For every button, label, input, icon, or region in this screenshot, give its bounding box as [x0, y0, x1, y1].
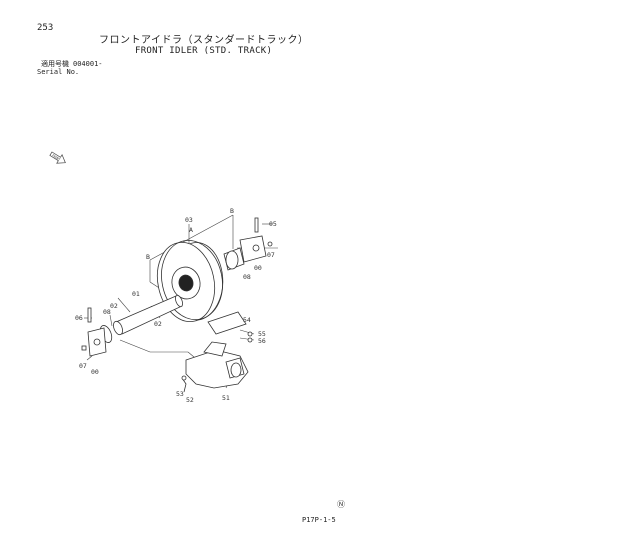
callout-54: 54: [243, 316, 251, 324]
callout-08-right: 08: [243, 273, 251, 281]
callout-06: 06: [75, 314, 83, 322]
callout-07-right: 07: [267, 251, 275, 259]
support-bracket: [181, 311, 253, 393]
callout-52: 52: [186, 396, 194, 404]
footer-symbol: Ⓝ: [337, 500, 345, 509]
right-bracket-assembly: [223, 217, 273, 271]
callout-53: 53: [176, 390, 184, 398]
serial-label-english: Serial No.: [37, 68, 80, 76]
title-english: FRONT IDLER (STD. TRACK): [135, 46, 273, 56]
callout-05: 05: [269, 220, 277, 228]
title-japanese: フロントアイドラ（スタンダードトラック）: [99, 35, 309, 46]
footer-code: P17P-1-5: [302, 516, 336, 524]
callout-07-left: 07: [79, 362, 87, 370]
callout-56: 56: [258, 337, 266, 345]
callout-A: A: [189, 226, 193, 234]
serial-label-japanese: 適用号機: [41, 60, 69, 68]
callout-02-right: 02: [154, 320, 162, 328]
callout-B-top: B: [230, 207, 234, 215]
callout-labels: 03 A B B 05 07 00 08 01 02 08 02 06 07 0…: [75, 207, 277, 404]
front-mark: FRONT: [51, 153, 61, 161]
callout-08-left: 08: [103, 308, 111, 316]
callout-02-left: 02: [110, 302, 118, 310]
callout-B-left: B: [146, 253, 150, 261]
shaft-assembly: [81, 294, 183, 357]
page-number: 253: [37, 23, 54, 33]
callout-00-left: 00: [91, 368, 99, 376]
callout-00-right: 00: [254, 264, 262, 272]
serial-value: 004001-: [73, 60, 103, 68]
callout-03: 03: [185, 216, 193, 224]
callout-55: 55: [258, 330, 266, 338]
callout-01: 01: [132, 290, 140, 298]
callout-51: 51: [222, 394, 230, 402]
front-arrow-icon: FRONT: [49, 151, 66, 164]
